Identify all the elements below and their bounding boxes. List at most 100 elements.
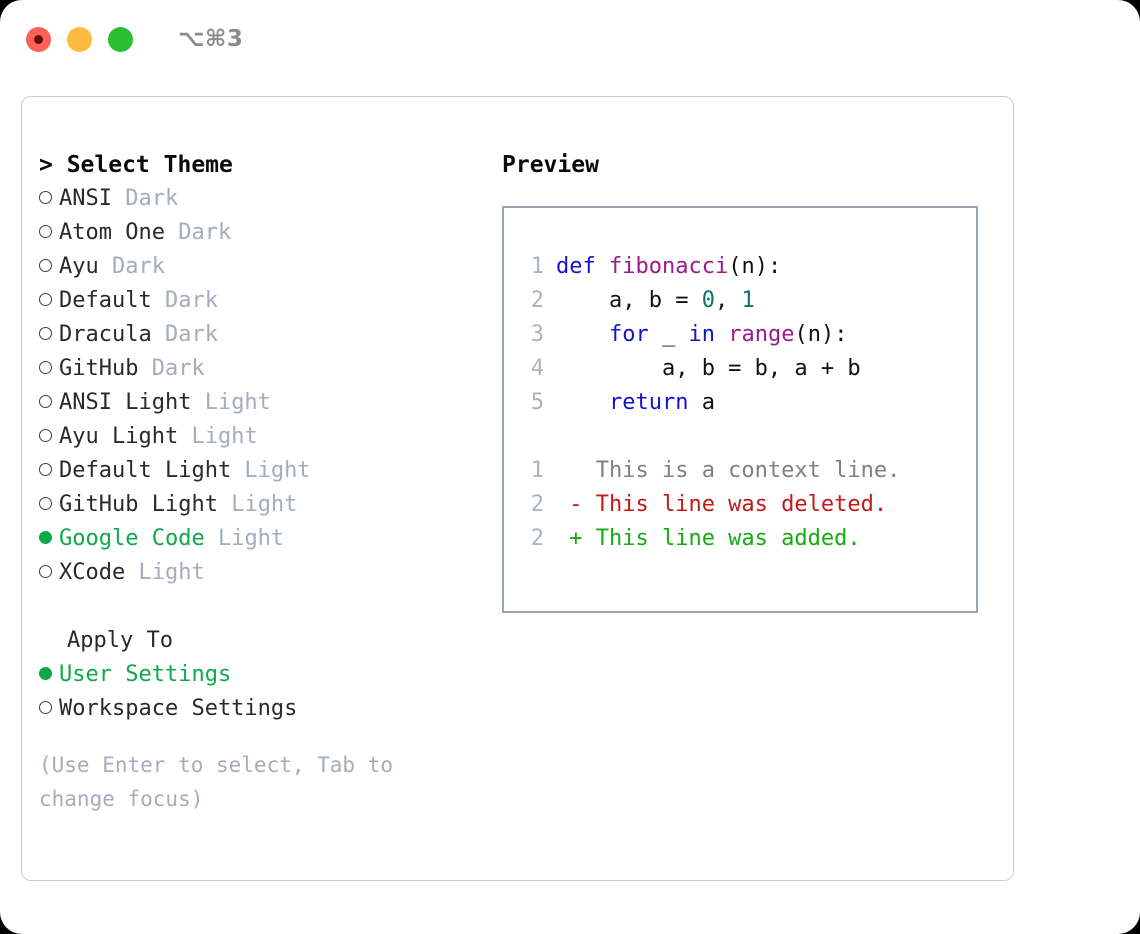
- select-theme-heading: > Select Theme: [39, 152, 233, 178]
- theme-option-github-light[interactable]: GitHub Light Light: [39, 488, 479, 522]
- apply-to-option-workspace-settings[interactable]: Workspace Settings: [39, 692, 479, 726]
- code-token: range: [728, 322, 795, 347]
- radio-selected-icon: [39, 658, 59, 692]
- code-token: [715, 322, 728, 347]
- close-button-icon[interactable]: [26, 26, 51, 52]
- radio-unselected-icon: [39, 250, 59, 284]
- theme-option-label: Default Light: [59, 458, 232, 483]
- traffic-lights: [26, 26, 133, 52]
- line-number: 2: [530, 526, 544, 551]
- code-token: _: [648, 322, 689, 347]
- theme-option-xcode[interactable]: XCode Light: [39, 556, 479, 590]
- radio-unselected-icon: [39, 454, 59, 488]
- theme-option-default-light[interactable]: Default Light Light: [39, 454, 479, 488]
- theme-option-ansi-light[interactable]: ANSI Light Light: [39, 386, 479, 420]
- theme-option-kind: Dark: [151, 322, 218, 347]
- minimize-button-icon[interactable]: [67, 26, 92, 52]
- radio-dot: [39, 531, 52, 544]
- maximize-button-icon[interactable]: [108, 26, 133, 52]
- code-line: 3 for _ in range(n):: [522, 318, 976, 352]
- radio-unselected-icon: [39, 284, 59, 318]
- code-token: [556, 322, 609, 347]
- radio-dot: [39, 429, 52, 442]
- theme-option-ayu-light[interactable]: Ayu Light Light: [39, 420, 479, 454]
- radio-dot: [39, 565, 52, 578]
- code-token: (n):: [794, 322, 848, 347]
- theme-option-label: Default: [59, 288, 152, 313]
- code-token: def: [556, 254, 609, 279]
- theme-option-google-code[interactable]: Google Code Light: [39, 522, 479, 556]
- theme-option-ayu[interactable]: Ayu Dark: [39, 250, 479, 284]
- theme-option-kind: Dark: [151, 288, 218, 313]
- line-number: 1: [530, 458, 544, 483]
- preview-heading: Preview: [502, 152, 599, 178]
- radio-unselected-icon: [39, 420, 59, 454]
- code-token: for: [608, 322, 649, 347]
- radio-dot: [39, 497, 52, 510]
- theme-option-label: Ayu Light: [59, 424, 179, 449]
- code-line: 4 a, b = b, a + b: [522, 352, 976, 386]
- code-token: [556, 390, 609, 415]
- code-token: 1: [741, 288, 755, 313]
- diff-line: 2 - This line was deleted.: [522, 488, 976, 522]
- title-bar: ⌥⌘3: [0, 0, 1140, 78]
- code-token: 0: [701, 288, 715, 313]
- radio-selected-icon: [39, 522, 59, 556]
- theme-option-kind: Light: [204, 526, 285, 551]
- theme-option-kind: Light: [191, 390, 271, 415]
- radio-unselected-icon: [39, 352, 59, 386]
- theme-option-kind: Light: [217, 492, 298, 517]
- line-number: 2: [530, 492, 544, 517]
- code-diff-separator: [522, 420, 976, 454]
- theme-option-label: ANSI: [59, 186, 112, 211]
- theme-option-label: GitHub: [59, 356, 139, 381]
- radio-dot: [39, 395, 52, 408]
- theme-option-dracula[interactable]: Dracula Dark: [39, 318, 479, 352]
- radio-dot: [39, 701, 52, 714]
- radio-dot: [39, 191, 52, 204]
- apply-to-option-user-settings[interactable]: User Settings: [39, 658, 479, 692]
- theme-option-kind: Dark: [138, 356, 205, 381]
- keyboard-hint-text: (Use Enter to select, Tab to change focu…: [39, 753, 394, 811]
- line-number: 2: [530, 288, 544, 313]
- diff-line: 2 + This line was added.: [522, 522, 976, 556]
- theme-option-label: XCode: [59, 560, 126, 585]
- radio-dot: [39, 293, 52, 306]
- line-number: 3: [530, 322, 544, 347]
- radio-unselected-icon: [39, 692, 59, 726]
- code-line: 5 return a: [522, 386, 976, 420]
- apply-to-heading: Apply To: [67, 628, 173, 653]
- radio-unselected-icon: [39, 386, 59, 420]
- theme-option-atom-one[interactable]: Atom One Dark: [39, 216, 479, 250]
- theme-option-kind: Light: [178, 424, 258, 449]
- radio-dot: [39, 259, 52, 272]
- theme-option-ansi[interactable]: ANSI Dark: [39, 182, 479, 216]
- code-token: (n):: [728, 254, 782, 279]
- theme-option-kind: Light: [231, 458, 311, 483]
- code-token: a: [688, 390, 715, 415]
- radio-unselected-icon: [39, 182, 59, 216]
- radio-dot: [39, 463, 52, 476]
- theme-option-label: GitHub Light: [59, 492, 218, 517]
- radio-unselected-icon: [39, 318, 59, 352]
- code-token: This is a context line.: [556, 458, 901, 483]
- apply-to-option-label: User Settings: [59, 662, 232, 687]
- code-token: a, b = b, a + b: [556, 356, 861, 381]
- radio-dot: [39, 327, 52, 340]
- theme-option-github[interactable]: GitHub Dark: [39, 352, 479, 386]
- code-token: a, b =: [556, 288, 702, 313]
- theme-option-label: Dracula: [59, 322, 152, 347]
- line-number: 1: [530, 254, 544, 279]
- theme-option-label: Google Code: [59, 526, 205, 551]
- theme-option-default[interactable]: Default Dark: [39, 284, 479, 318]
- line-number: 4: [530, 356, 544, 381]
